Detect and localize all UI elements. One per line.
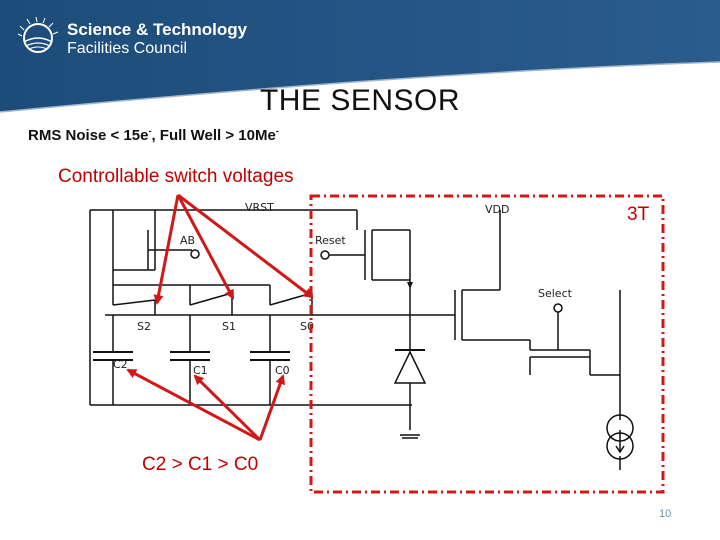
- three-t-annotation: 3T: [627, 204, 650, 225]
- node-arrow-icon: [407, 282, 413, 289]
- header-background: [0, 0, 720, 113]
- label-reset: Reset: [315, 234, 346, 247]
- arrow-to-c1: [193, 374, 262, 442]
- label-ab: AB: [180, 234, 195, 247]
- current-source-icon: [606, 414, 634, 460]
- label-c1: C1: [193, 364, 208, 377]
- photodiode-icon: [393, 349, 427, 384]
- logo-line-1: Science & Technology: [67, 20, 248, 39]
- capacitors: [93, 351, 290, 361]
- three-t-region-box: [309, 194, 665, 494]
- sun-logo-icon: [17, 16, 59, 53]
- organization-logo-text: Science & Technology Facilities Council: [67, 20, 247, 58]
- subtitle-superscript-1: -: [148, 126, 152, 136]
- subtitle-part-2: , Full Well > 10Me: [151, 127, 276, 144]
- ab-gate-terminal: [190, 249, 200, 259]
- arrow-to-c0: [258, 374, 285, 441]
- subtitle-part-1: RMS Noise < 15e: [28, 127, 149, 144]
- label-s2: S2: [137, 320, 151, 333]
- label-s1: S1: [222, 320, 236, 333]
- arrow-to-s2: [153, 194, 180, 305]
- arrow-to-c2: [126, 368, 261, 442]
- arrow-to-s0: [177, 193, 314, 299]
- subtitle-superscript-2: -: [275, 126, 279, 136]
- slide-title: THE SENSOR: [0, 84, 720, 118]
- header-band: Science & Technology Facilities Council: [0, 0, 720, 120]
- capacitor-order-annotation: C2 > C1 > C0: [142, 454, 259, 475]
- page-number: 10: [659, 508, 672, 520]
- slide-title-text: THE SENSOR: [259, 84, 461, 117]
- select-gate-terminal: [553, 303, 563, 313]
- switch-voltages-annotation: Controllable switch voltages: [58, 166, 294, 187]
- header-shape: [0, 0, 720, 112]
- label-vdd: VDD: [485, 203, 509, 216]
- logo-line-2: Facilities Council: [67, 40, 188, 57]
- reset-gate-terminal: [320, 250, 330, 260]
- label-vrst: VRST: [245, 201, 274, 214]
- slide-subtitle: RMS Noise < 15e-, Full Well > 10Me-: [28, 126, 279, 144]
- arrow-to-s1: [176, 194, 235, 300]
- gate-terminals: [190, 249, 563, 313]
- annotation-arrows: [126, 193, 314, 442]
- label-select: Select: [538, 287, 573, 300]
- label-c0: C0: [275, 364, 290, 377]
- circuit-wires: [89, 209, 621, 470]
- label-c2: C2: [113, 358, 128, 371]
- header-edge-line: [0, 61, 720, 113]
